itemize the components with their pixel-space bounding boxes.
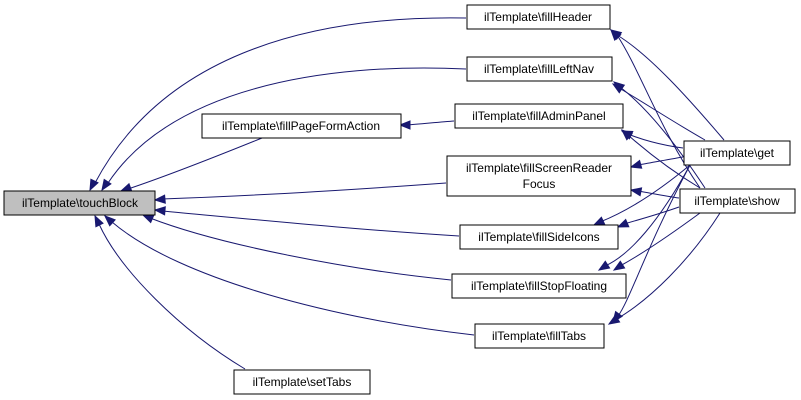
edge-show-fillstopfloating-arrowhead [612,260,626,271]
edge-show-filltabs [607,212,721,325]
node-show[interactable]: ilTemplate\show [679,188,796,214]
edge-get-fillstopfloating-arrowhead [597,260,611,271]
node-settabs[interactable]: ilTemplate\setTabs [233,369,371,395]
node-filltabs-label: ilTemplate\fillTabs [492,329,586,343]
edge-fillheader-touchblock [89,17,467,192]
edge-get-fillstopfloating [597,164,691,271]
edge-filladminpanel-fillpageformaction [398,120,455,130]
edge-get-fillsideicons-arrowhead [592,216,606,226]
node-fillpageformaction-label: ilTemplate\fillPageFormAction [222,119,380,133]
edge-show-fillleftnav-arrowhead [612,81,626,93]
edge-show-fillheader-arrowhead [610,28,622,41]
edge-filltabs-touchblock [104,215,475,336]
edge-show-fillscreenreaderfocus [629,187,680,199]
edge-fillleftnav-touchblock [101,67,467,192]
edge-show-filladminpanel [620,129,701,189]
edge-fillstopfloating-touchblock [141,214,452,281]
edge-show-filltabs-arrowhead [607,314,621,325]
edge-fillpageformaction-touchblock-arrowhead [119,182,133,192]
edge-fillleftnav-touchblock-arrowhead [101,178,112,192]
edge-fillheader-touchblock-arrowhead [89,178,99,192]
edge-get-fillheader [609,29,725,141]
node-fillscreenreaderfocus-label-line2: Focus [523,177,556,191]
edge-show-fillscreenreaderfocus-arrowhead [629,187,643,197]
node-fillsideicons-label: ilTemplate\fillSideIcons [478,230,599,244]
node-filladminpanel[interactable]: ilTemplate\fillAdminPanel [454,103,624,129]
edge-fillscreenreaderfocus-touchblock [153,182,447,204]
edge-fillpageformaction-touchblock [119,137,263,192]
edge-get-fillscreenreaderfocus [629,156,684,169]
edge-show-fillsideicons [616,206,680,228]
edges [89,17,725,370]
edge-fillscreenreaderfocus-touchblock-arrowhead [153,194,166,204]
edge-get-fillscreenreaderfocus-arrowhead [629,159,643,169]
edge-fillstopfloating-touchblock-arrowhead [141,214,155,224]
node-show-label: ilTemplate\show [694,194,780,208]
node-get-label: ilTemplate\get [700,146,775,160]
node-settabs-label: ilTemplate\setTabs [253,375,352,389]
edge-show-filladminpanel-arrowhead [620,129,633,141]
node-fillstopfloating-label: ilTemplate\fillStopFloating [471,279,607,293]
edge-fillsideicons-touchblock-arrowhead [153,206,166,216]
node-fillpageformaction[interactable]: ilTemplate\fillPageFormAction [201,113,402,139]
edge-show-fillleftnav [612,81,706,189]
node-filltabs[interactable]: ilTemplate\fillTabs [474,323,605,349]
node-fillheader-label: ilTemplate\fillHeader [484,10,592,24]
node-fillstopfloating[interactable]: ilTemplate\fillStopFloating [451,273,627,299]
node-fillscreenreaderfocus[interactable]: ilTemplate\fillScreenReader Focus [446,155,632,197]
node-fillscreenreaderfocus-label-line1: ilTemplate\fillScreenReader [466,161,612,175]
node-touchblock[interactable]: ilTemplate\touchBlock [3,190,156,216]
node-fillsideicons[interactable]: ilTemplate\fillSideIcons [459,224,619,250]
node-get[interactable]: ilTemplate\get [683,140,791,166]
node-fillheader[interactable]: ilTemplate\fillHeader [466,4,611,30]
node-fillleftnav-label: ilTemplate\fillLeftNav [484,62,594,76]
edge-settabs-touchblock [94,214,246,370]
node-touchblock-label: ilTemplate\touchBlock [22,196,139,210]
edge-show-fillstopfloating [612,212,701,271]
edge-filltabs-touchblock-arrowhead [104,215,116,227]
edge-show-fillsideicons-arrowhead [616,218,630,228]
edge-fillsideicons-touchblock [153,206,460,237]
edge-settabs-touchblock-arrowhead [94,214,104,228]
node-fillleftnav[interactable]: ilTemplate\fillLeftNav [466,56,613,82]
edge-filladminpanel-fillpageformaction-arrowhead [398,120,411,130]
node-filladminpanel-label: ilTemplate\fillAdminPanel [472,109,605,123]
